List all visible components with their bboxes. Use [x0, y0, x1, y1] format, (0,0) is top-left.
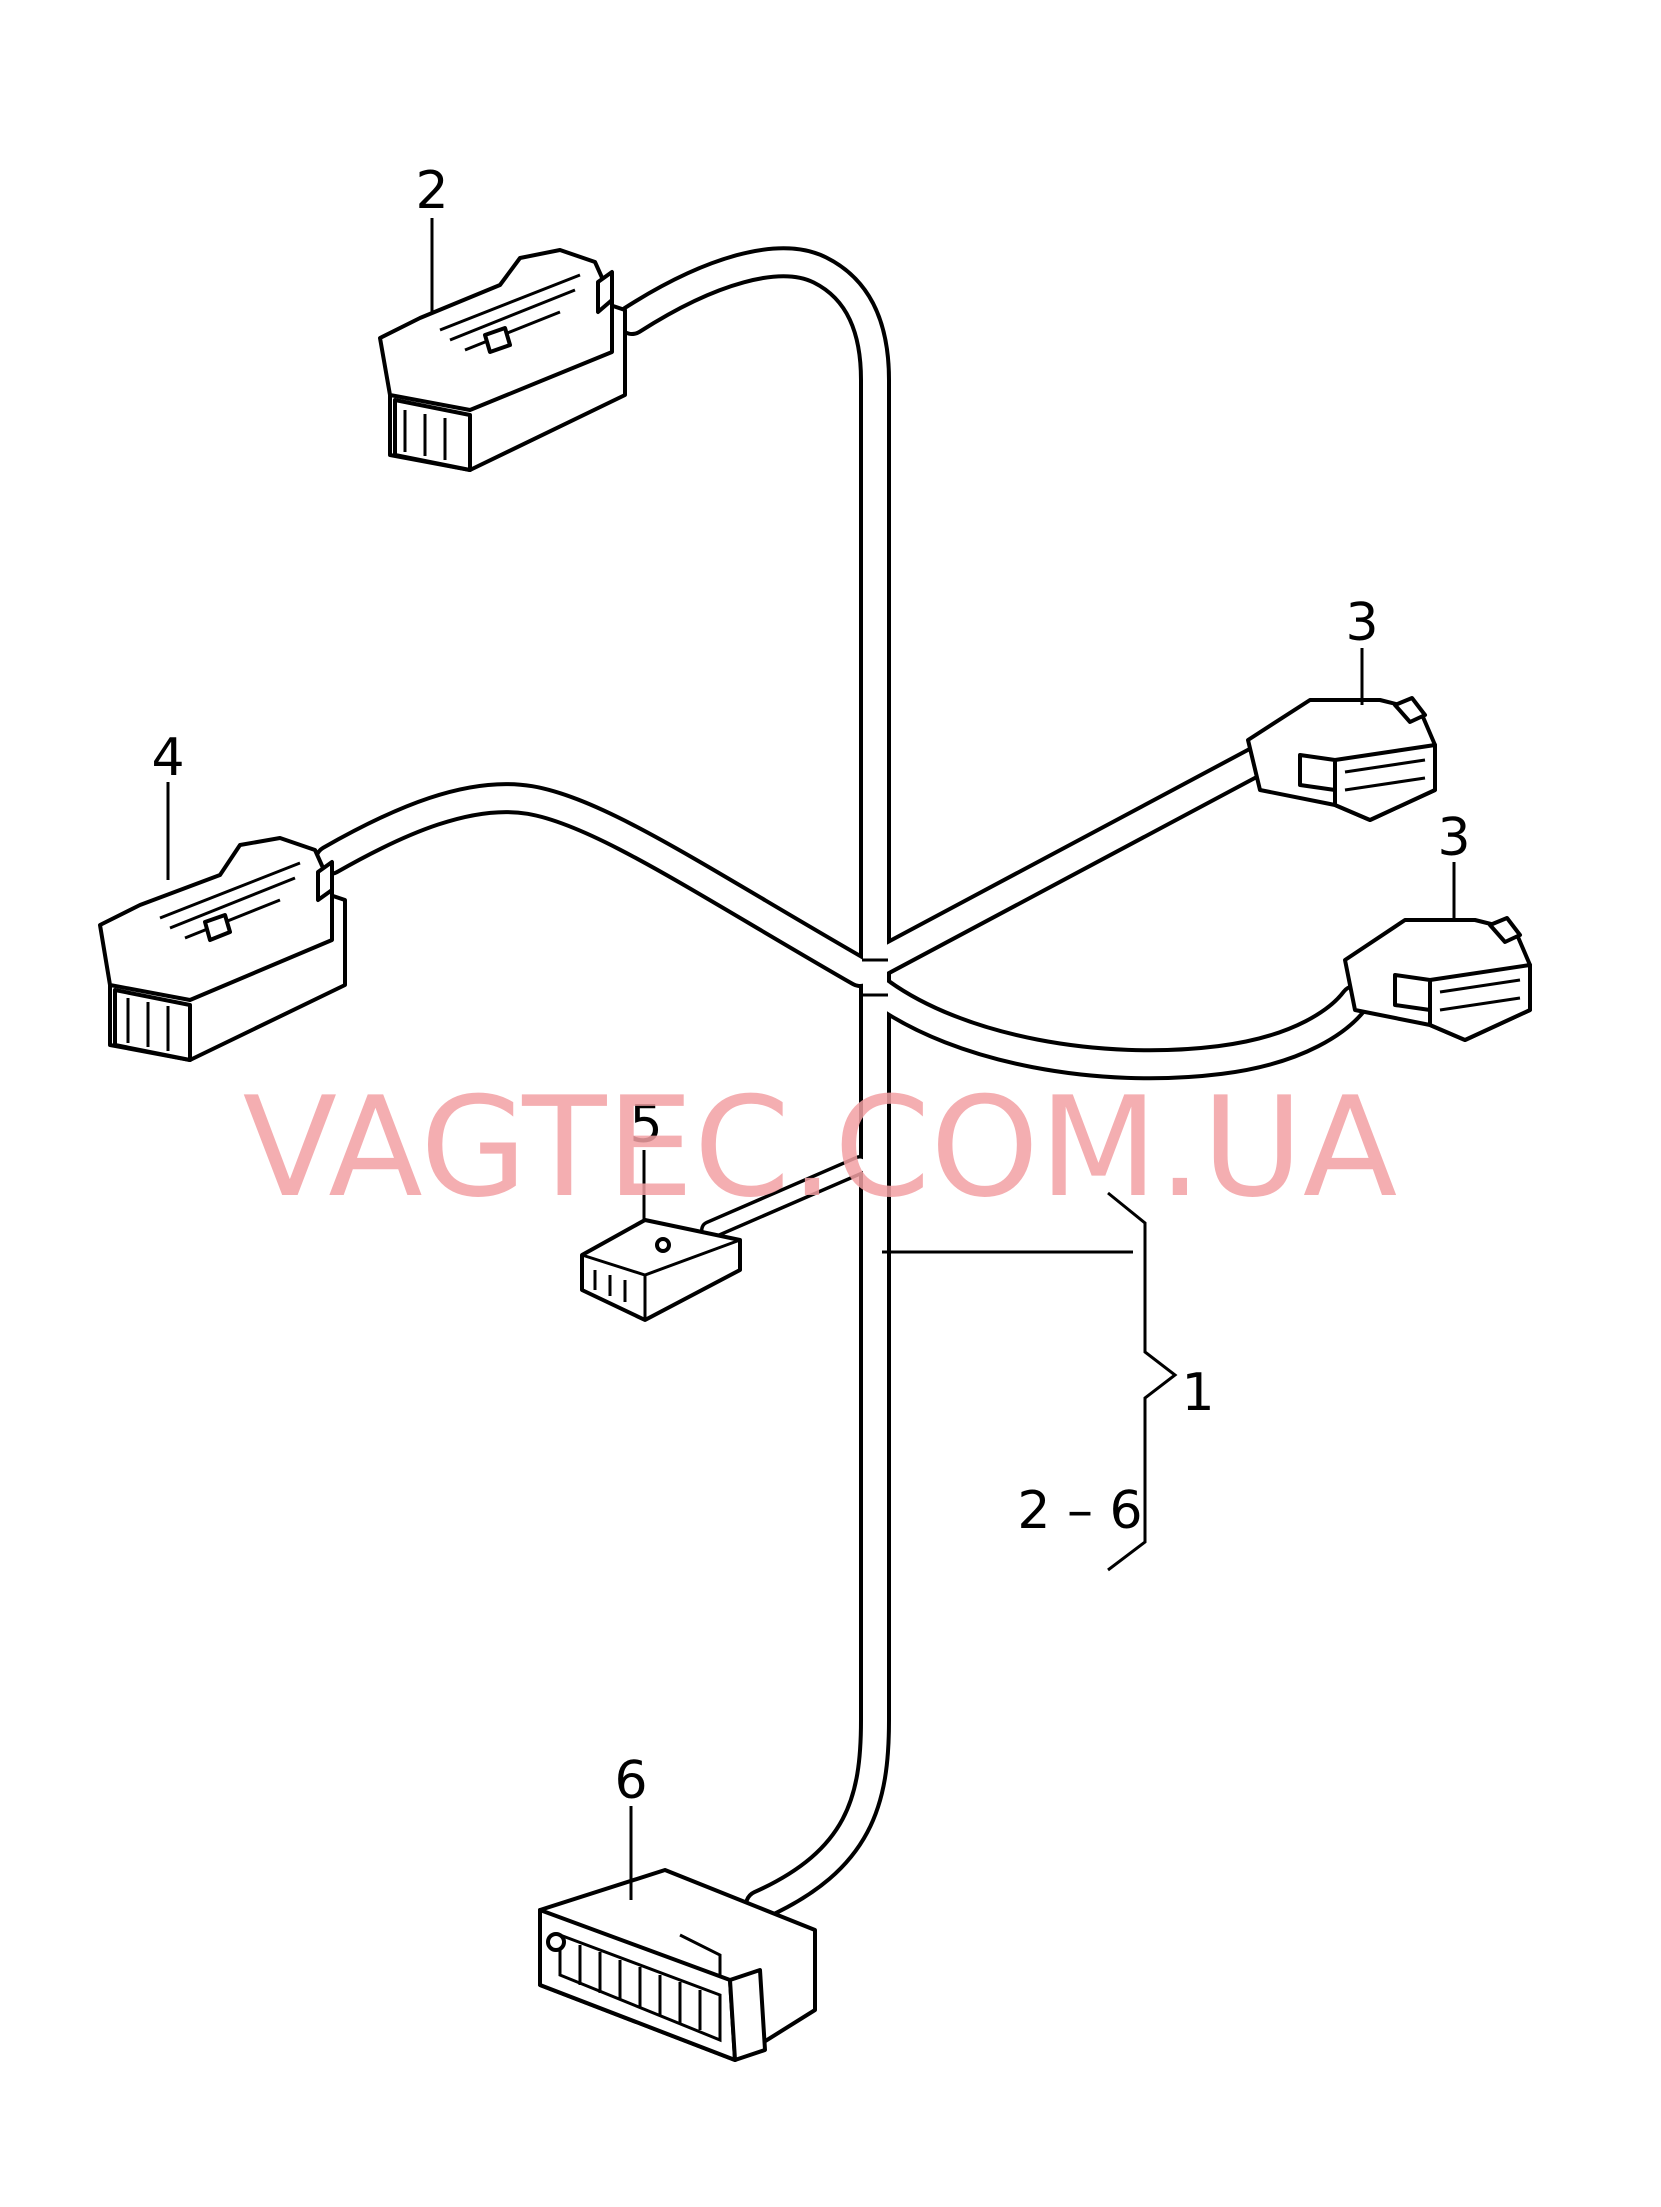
- callout-3-lower: 3: [1437, 808, 1470, 868]
- callout-3-upper: 3: [1345, 593, 1378, 653]
- callout-range: 2 – 6: [1017, 1481, 1142, 1541]
- callout-4: 4: [151, 728, 184, 788]
- callout-1: 1: [1181, 1363, 1214, 1423]
- leader-lines: [166, 218, 1456, 1900]
- callout-2: 2: [415, 161, 448, 221]
- connector-6: [538, 1868, 817, 2062]
- connector-3-upper: [1246, 696, 1437, 822]
- callout-6: 6: [614, 1751, 647, 1811]
- callout-5: 5: [629, 1095, 662, 1155]
- watermark-text: VAGTEC.COM.UA: [243, 1067, 1398, 1228]
- connector-2: [378, 248, 627, 472]
- connector-3-lower: [1343, 916, 1532, 1042]
- connector-5: [580, 1218, 742, 1322]
- callout-labels: 2 3 3 4 5 6 1 2 – 6: [151, 161, 1470, 1811]
- harness-wires: [314, 246, 1371, 1921]
- connector-4: [98, 836, 347, 1062]
